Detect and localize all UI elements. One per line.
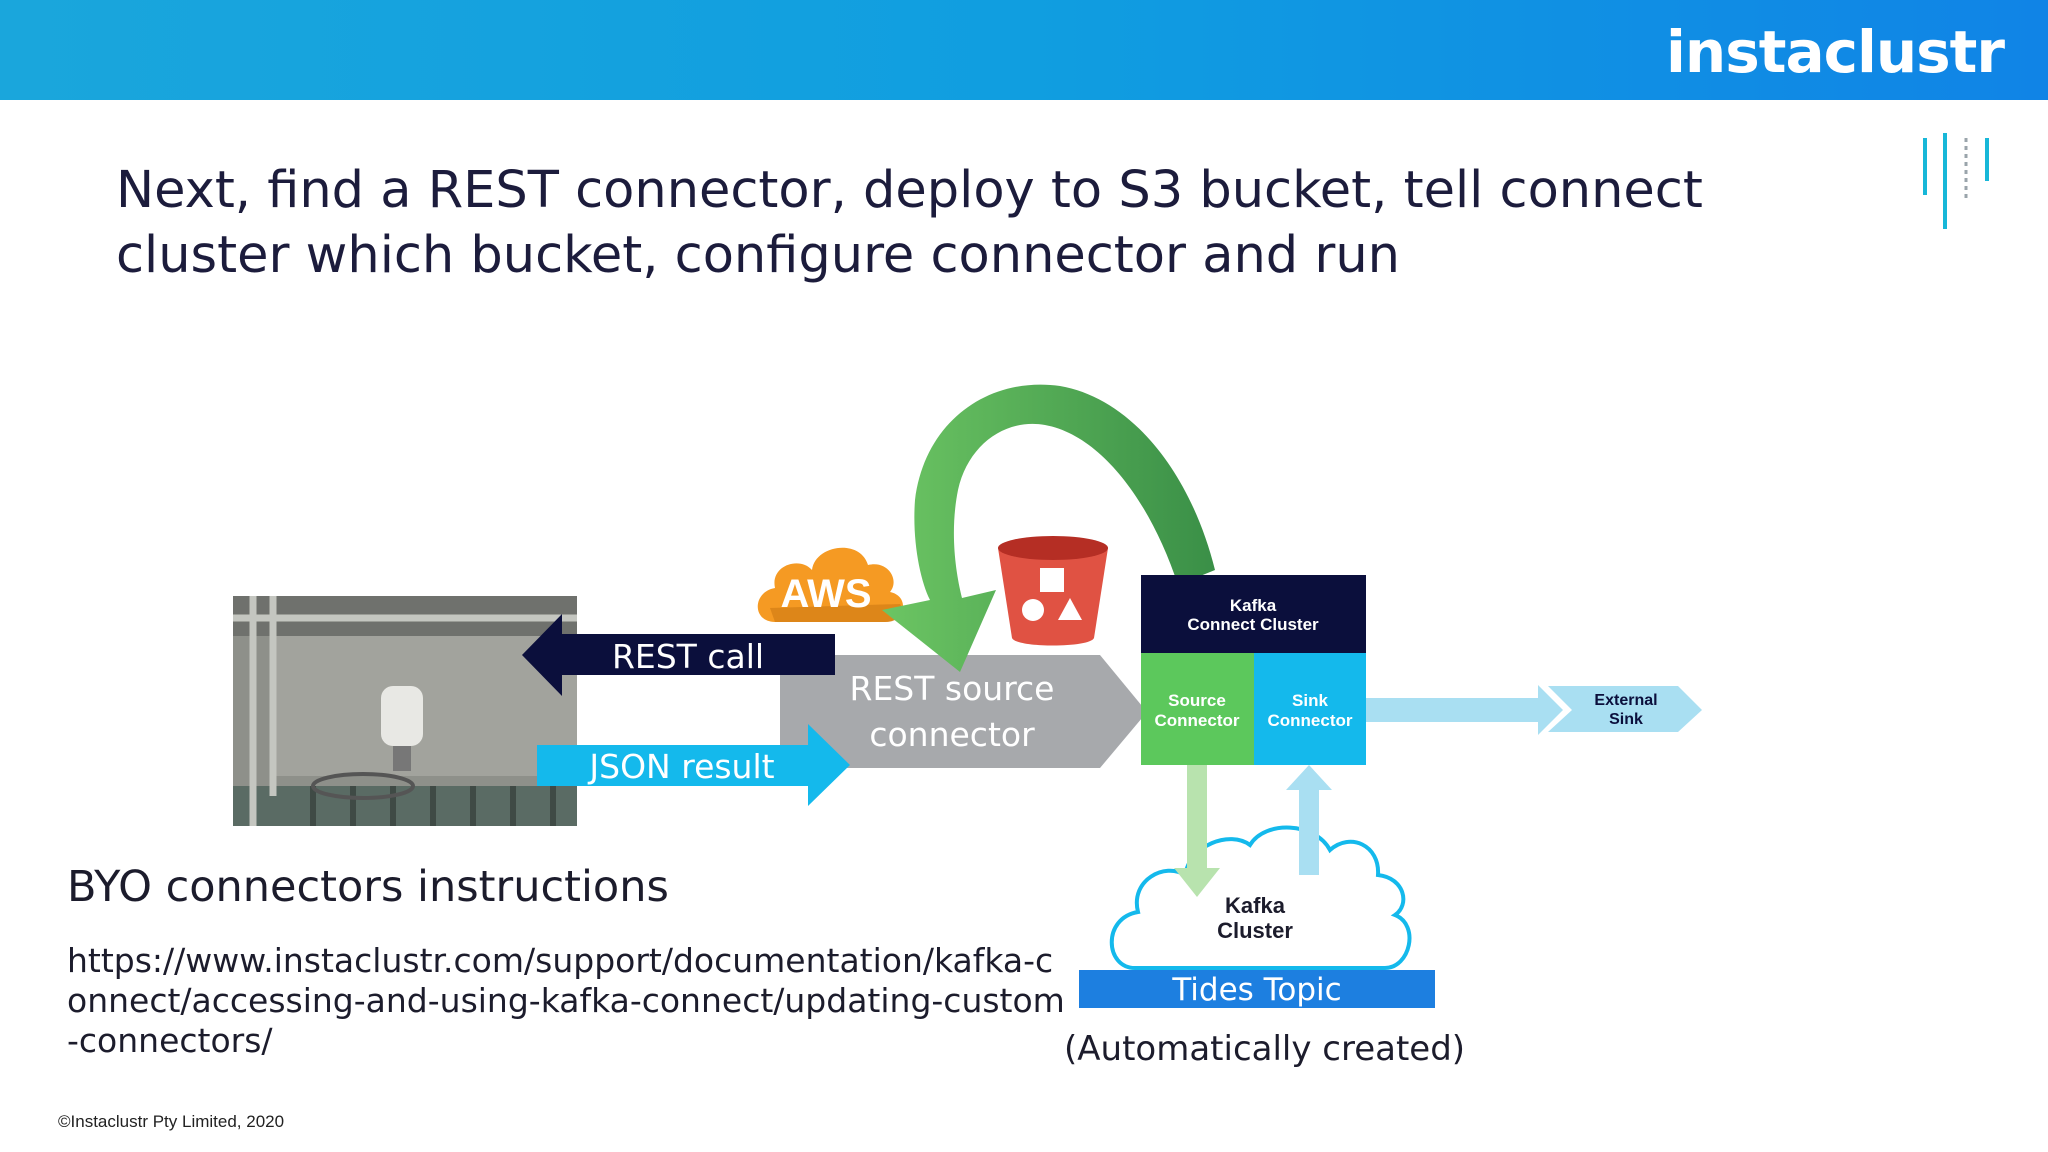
sensor-photo [233, 596, 577, 826]
kafka-cluster-cloud-icon [1109, 825, 1412, 970]
rest-source-label-1: REST source [850, 669, 1055, 708]
deploy-curved-arrow [882, 384, 1215, 672]
to-external-sink-arrow [1366, 685, 1563, 735]
kafka-cluster-label-2: Cluster [1217, 918, 1293, 943]
instaclustr-logo: instaclustr [1666, 18, 2005, 86]
kafka-cluster-label-1: Kafka [1225, 893, 1286, 918]
source-connector-label-2: Connector [1155, 711, 1240, 730]
json-result-arrow [537, 724, 850, 806]
source-connector-box [1141, 653, 1254, 765]
external-sink-label-1: External [1594, 692, 1657, 709]
connect-cluster-label-2: Connect Cluster [1187, 615, 1319, 634]
slide-title: Next, find a REST connector, deploy to S… [116, 161, 1703, 285]
copyright-notice: ©Instaclustr Pty Limited, 2020 [58, 1112, 285, 1131]
aws-label: AWS [780, 572, 871, 616]
external-sink-label-2: Sink [1609, 711, 1643, 728]
byo-instructions-link[interactable]: https://www.instaclustr.com/support/docu… [67, 941, 1065, 1060]
decorative-lines-icon [1923, 133, 1989, 229]
byo-heading: BYO connectors instructions [67, 862, 669, 912]
rest-call-arrow [522, 614, 835, 696]
rest-call-label: REST call [612, 637, 764, 676]
topic-to-sink-arrow [1286, 765, 1332, 875]
source-to-topic-arrow [1174, 765, 1220, 897]
sink-connector-label-2: Connector [1268, 711, 1353, 730]
aws-cloud-icon [757, 547, 904, 622]
header-bar [0, 0, 2048, 100]
rest-source-label-2: connector [869, 715, 1035, 754]
tides-topic-bar [1079, 970, 1435, 1008]
sink-connector-box [1254, 653, 1366, 765]
kafka-connect-cluster-box [1141, 575, 1366, 653]
auto-created-caption: (Automatically created) [1064, 1029, 1466, 1069]
json-result-label: JSON result [587, 747, 774, 786]
connect-cluster-label-1: Kafka [1230, 596, 1277, 615]
s3-bucket-icon [998, 536, 1108, 646]
external-sink-shape [1548, 686, 1702, 732]
tides-topic-label: Tides Topic [1171, 972, 1341, 1008]
source-connector-label-1: Source [1168, 691, 1226, 710]
sink-connector-label-1: Sink [1292, 691, 1328, 710]
rest-source-connector-shape [780, 655, 1147, 768]
